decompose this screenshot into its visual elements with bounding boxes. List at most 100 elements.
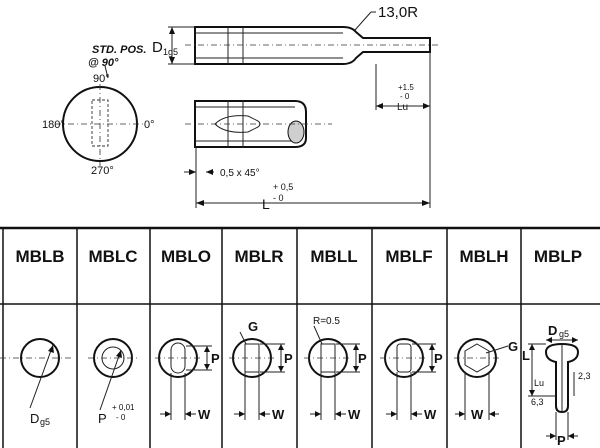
col-header-mblh: MBLH [459,247,508,266]
length-arrow-right [422,200,430,206]
mbll-w-arrow-left [315,411,321,417]
mblr-g-label: G [248,319,258,334]
col-header-mblo: MBLO [161,247,211,266]
mblr-w-arrow-left [239,411,245,417]
mblh-w-label: W [471,407,484,422]
mblc-outer-circle [93,338,133,378]
mblp-l-arrow-bottom [529,390,535,396]
col-header-mblc: MBLC [88,247,137,266]
mblf-w-arrow-right [411,411,417,417]
pin-bottom-view: 0,5 x 45° L + 0,5 - 0 Lu +1.5 - 0 [184,52,431,212]
mbll-w-arrow-right [335,411,341,417]
std-pos-angle-label: @ 90° [88,57,119,69]
mblb-leader-arrow [48,345,54,353]
angle-270-label: 270° [91,165,114,177]
orientation-hidden-flat [91,99,109,147]
mblh-hexagon [464,343,490,373]
mblf-w-arrow-left [391,411,397,417]
mblo-w-arrow-left [165,411,171,417]
length-tol-minus: - 0 [273,193,284,203]
mblp-p-arrow-left [550,433,556,439]
mblf-circle [384,338,424,378]
col-header-mblf: MBLF [385,247,432,266]
mblp-p-label: P [557,433,566,448]
mblp-l-label: L [522,348,530,363]
mblb-section: D g5 [0,338,72,427]
mblh-g-label: G [508,339,518,354]
pin-end-section [287,120,305,144]
mblp-d-arrow-left [546,337,552,343]
chamfer-label: 0,5 x 45° [220,168,260,179]
mblb-d-sub: g5 [40,417,50,427]
mblr-g-leader [239,331,247,345]
lu-label: Lu [397,102,408,113]
pin-bottom-outline [194,100,307,148]
mblf-p-arrow-bottom [429,366,435,372]
lu-tol-minus: - 0 [400,92,410,101]
mblc-tol-minus: - 0 [116,413,126,422]
mblc-tol-plus: + 0,01 [112,403,135,412]
col-header-mblp: MBLP [534,247,582,266]
mblf-section: P W [380,338,443,422]
mblf-p-label: P [434,351,443,366]
mblr-p-label: P [284,351,293,366]
mblr-w-arrow-right [259,411,265,417]
mblo-p-label: P [211,351,220,366]
mbll-section: R=0.5 P W [304,316,367,422]
lu-arrow-left [376,103,383,109]
mblr-section: G P W [229,319,293,422]
col-header-mblb: MBLB [15,247,64,266]
length-arrow-left [196,200,204,206]
mblr-p-arrow-bottom [278,366,284,372]
mblp-23-label: 2,3 [578,371,591,381]
mblo-p-arrow-top [204,346,210,352]
mbll-r-label: R=0.5 [313,316,340,327]
mblc-leader [99,349,122,411]
mbll-w-label: W [348,407,361,422]
mblf-p-arrow-top [429,344,435,350]
length-label: L [262,196,270,212]
mblp-63-label: 6,3 [531,397,544,407]
mblp-d-arrow-right [572,337,578,343]
dia-arrow-top [169,27,175,34]
mblh-w-arrow-right [489,411,495,417]
mblh-section: G W [454,338,518,422]
angle-180-label: 180° [42,119,65,131]
mblp-d-label: D [548,323,557,338]
mblo-w-label: W [198,407,211,422]
chamfer-arrow-right [206,169,213,175]
col-header-mbll: MBLL [310,247,357,266]
variant-table: MBLB MBLC MBLO MBLR MBLL MBLF MBLH MBLP [0,226,600,448]
mblp-lu-label: Lu [534,378,544,388]
orientation-view: STD. POS. @ 90° 90° 180° 0° 270° [42,44,155,177]
dia-sub-label: 1g5 [163,47,178,57]
mblb-circle [20,338,60,378]
lu-tol-plus: +1.5 [398,83,414,92]
mblc-section: P + 0,01 - 0 [88,338,138,426]
dia-arrow-bottom [169,57,175,64]
std-pos-label: STD. POS. [92,44,146,56]
mblp-l-arrow-top [529,344,535,350]
mblf-w-label: W [424,407,437,422]
radius-leader [354,11,372,31]
mblr-p-arrow-top [278,344,284,350]
mbll-p-arrow-bottom [353,366,359,372]
mblo-section: P W [155,338,220,422]
mblh-w-arrow-left [459,411,465,417]
mblp-section: D g5 L Lu 2,3 6,3 P [522,323,591,448]
mbll-p-label: P [358,351,367,366]
mblr-w-label: W [272,407,285,422]
dia-label: D [152,39,163,56]
mblc-leader-arrow [116,350,122,358]
chamfer-arrow [189,169,196,175]
length-tol-plus: + 0,5 [273,182,293,192]
mblc-p-label: P [98,411,107,426]
mblo-w-arrow-right [185,411,191,417]
mblp-p-arrow-right [568,433,574,439]
lu-arrow-right [423,103,430,109]
mbll-r-leader [313,325,323,345]
angle-90-label: 90° [93,73,110,85]
radius-label: 13,0R [378,4,418,21]
angle-0-label: 0° [144,119,155,131]
